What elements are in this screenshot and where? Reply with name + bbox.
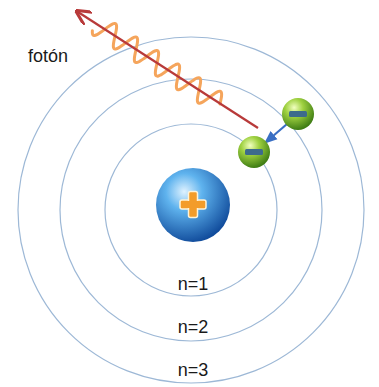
transition-arrow bbox=[266, 124, 287, 142]
electron bbox=[282, 98, 314, 130]
photon-label: fotón bbox=[28, 46, 68, 67]
orbit-label: n=3 bbox=[178, 360, 209, 381]
nucleus bbox=[156, 168, 230, 242]
orbit-label: n=2 bbox=[178, 317, 209, 338]
orbit-label: n=1 bbox=[178, 274, 209, 295]
orbit-circle bbox=[60, 79, 322, 341]
orbit bbox=[18, 37, 364, 383]
orbit-circle bbox=[105, 124, 277, 296]
electron bbox=[238, 136, 270, 168]
photon-arrow bbox=[78, 12, 258, 128]
orbit-circle bbox=[18, 37, 364, 383]
